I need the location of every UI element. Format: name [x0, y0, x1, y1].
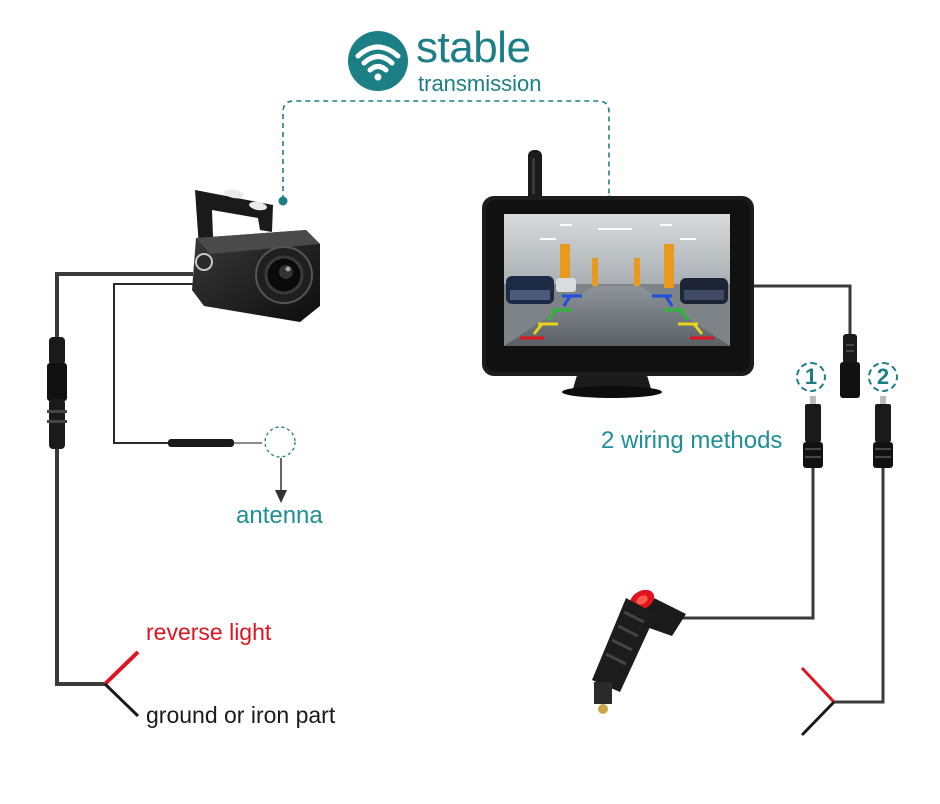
monitor-dc-jack	[840, 334, 860, 398]
monitor-screen	[504, 214, 730, 346]
inline-connector	[47, 337, 67, 449]
wifi-icon	[348, 31, 408, 91]
reverse-light-label: reverse light	[146, 619, 272, 645]
backup-camera	[192, 189, 320, 322]
method-2-badge: 2	[868, 362, 898, 392]
method-1-plug	[803, 396, 823, 468]
wiring-methods-label: 2 wiring methods	[601, 427, 783, 454]
method-1-wire	[680, 468, 815, 620]
method-2-plug	[873, 396, 893, 468]
monitor	[482, 150, 754, 398]
method-1-badge: 1	[796, 362, 826, 392]
title-transmission: transmission	[418, 71, 542, 96]
cigarette-lighter-plug	[592, 589, 686, 714]
ground-label: ground or iron part	[146, 702, 336, 728]
title-stable: stable	[416, 23, 531, 72]
transmission-link	[282, 100, 610, 200]
camera-power-wire	[55, 272, 193, 686]
method-2-wire	[834, 468, 885, 704]
antenna-wire	[113, 283, 196, 444]
monitor-power-wire	[754, 284, 852, 338]
antenna-label: antenna	[236, 502, 323, 529]
